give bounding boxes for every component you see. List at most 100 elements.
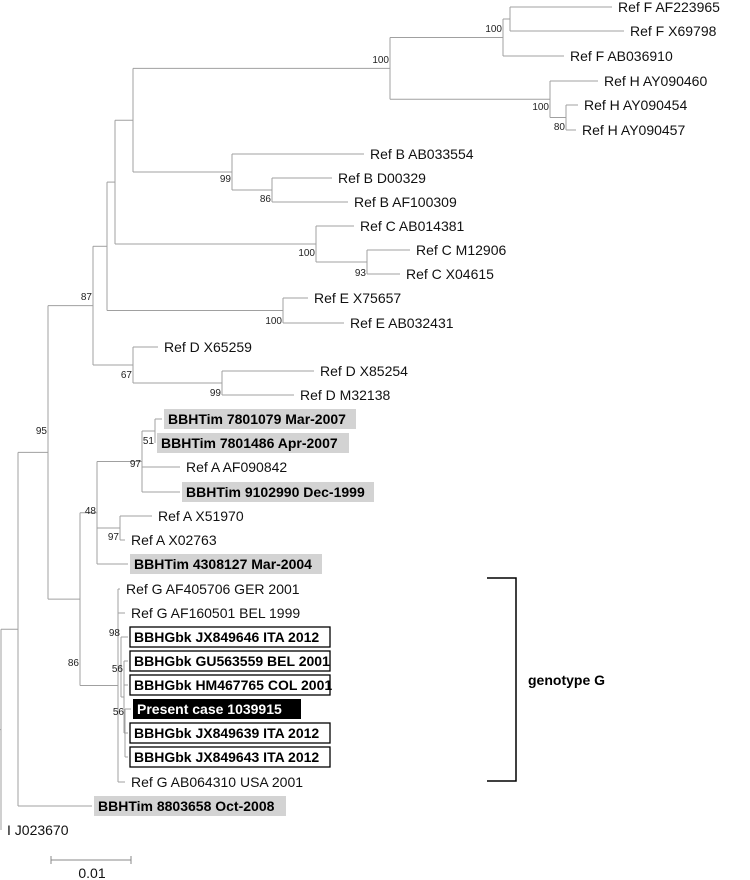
taxon-label: Ref C M12906 <box>416 242 506 258</box>
taxon-gAB064310: Ref G AB064310 USA 2001 <box>131 774 303 790</box>
highlight-box <box>129 722 331 744</box>
highlight-box <box>129 626 331 648</box>
taxon-tim7801079: BBHTim 7801079 Mar-2007 <box>164 409 356 429</box>
taxon-gbkJX849646: BBHGbk JX849646 ITA 2012 <box>129 626 331 648</box>
taxon-label: Ref G AF160501 BEL 1999 <box>131 605 300 621</box>
bootstrap-value: 100 <box>298 248 315 259</box>
taxon-label: Ref H AY090460 <box>604 73 707 89</box>
taxon-label: Ref G AB064310 USA 2001 <box>131 774 303 790</box>
taxon-label: Ref F AB036910 <box>570 48 673 64</box>
taxon-label: Ref E X75657 <box>314 290 401 306</box>
taxon-aX51970: Ref A X51970 <box>158 508 244 524</box>
bootstrap-value: 100 <box>265 316 282 327</box>
bootstrap-value: 98 <box>109 628 121 639</box>
taxon-label: Ref B AB033554 <box>370 146 474 162</box>
taxon-label: BBHTim 7801486 Apr-2007 <box>161 435 338 451</box>
bootstrap-value: 48 <box>85 506 97 517</box>
taxon-bAF100309: Ref B AF100309 <box>354 194 457 210</box>
taxon-dX65259: Ref D X65259 <box>164 339 252 355</box>
highlight-grey-bg <box>157 433 349 453</box>
taxon-label: BBHTim 4308127 Mar-2004 <box>134 556 312 572</box>
bracket-line <box>487 577 517 782</box>
taxon-label: I J023670 <box>7 822 69 838</box>
taxon-label: Ref A X02763 <box>131 532 217 548</box>
taxon-label: Ref A X51970 <box>158 508 244 524</box>
highlight-grey-bg <box>94 796 286 816</box>
taxon-label: Ref H AY090454 <box>584 97 687 113</box>
genotype-label: genotype G <box>528 672 605 688</box>
taxon-label: Ref D X65259 <box>164 339 252 355</box>
taxon-label: Ref A AF090842 <box>186 459 287 475</box>
taxon-label: Ref E AB032431 <box>350 315 454 331</box>
taxon-fX69798: Ref F X69798 <box>630 23 717 39</box>
highlight-black-bg <box>133 699 301 719</box>
taxon-label: BBHGbk JX849646 ITA 2012 <box>134 629 319 645</box>
bootstrap-value: 80 <box>554 122 566 133</box>
taxon-label: Ref F X69798 <box>630 23 717 39</box>
bootstrap-value: 100 <box>485 24 502 35</box>
bootstrap-value: 86 <box>260 194 272 205</box>
taxon-label: BBHGbk JX849643 ITA 2012 <box>134 749 319 765</box>
taxon-label: Ref D M32138 <box>300 387 390 403</box>
taxon-gbkHM467765: BBHGbk HM467765 COL 2001 <box>129 674 332 696</box>
taxon-tim8803658: BBHTim 8803658 Oct-2008 <box>94 796 286 816</box>
taxon-tim7801486: BBHTim 7801486 Apr-2007 <box>157 433 349 453</box>
taxon-aAF090842: Ref A AF090842 <box>186 459 287 475</box>
taxon-tim9102990: BBHTim 9102990 Dec-1999 <box>182 482 374 502</box>
taxon-label: BBHGbk HM467765 COL 2001 <box>134 677 332 693</box>
taxon-gbkJX849643: BBHGbk JX849643 ITA 2012 <box>129 746 331 768</box>
taxon-gbkGU563559: BBHGbk GU563559 BEL 2001 <box>129 650 331 672</box>
taxon-label: Ref C X04615 <box>406 266 494 282</box>
taxon-cAB014381: Ref C AB014381 <box>360 218 465 234</box>
taxon-hAY090454: Ref H AY090454 <box>584 97 687 113</box>
bootstrap-value: 51 <box>143 436 155 447</box>
scale-bar: 0.01 <box>50 856 132 880</box>
taxon-dM32138: Ref D M32138 <box>300 387 390 403</box>
highlight-grey-bg <box>130 554 322 574</box>
bootstrap-value: 100 <box>532 102 549 113</box>
highlight-grey-bg <box>182 482 374 502</box>
taxon-label: Ref D X85254 <box>320 363 408 379</box>
taxon-present: Present case 1039915 <box>133 699 301 719</box>
taxon-gAF160501: Ref G AF160501 BEL 1999 <box>131 605 300 621</box>
bootstrap-value: 97 <box>108 532 120 543</box>
highlight-box <box>129 674 331 696</box>
bootstrap-value: 67 <box>121 370 133 381</box>
taxon-label: BBHGbk JX849639 ITA 2012 <box>134 725 319 741</box>
highlight-grey-bg <box>164 409 356 429</box>
taxon-label: Ref G AF405706 GER 2001 <box>126 581 300 597</box>
taxon-gbkJX849639: BBHGbk JX849639 ITA 2012 <box>129 722 331 744</box>
bootstrap-value: 56 <box>112 664 124 675</box>
taxon-label: Ref C AB014381 <box>360 218 465 234</box>
bootstrap-value: 100 <box>372 55 389 66</box>
highlight-box <box>129 746 331 768</box>
scale-label: 0.01 <box>78 865 105 880</box>
taxon-bD00329: Ref B D00329 <box>338 170 426 186</box>
taxon-hAY090457: Ref H AY090457 <box>582 122 685 138</box>
taxon-eAB032431: Ref E AB032431 <box>350 315 454 331</box>
taxon-iJ023670: I J023670 <box>7 822 69 838</box>
taxon-label: BBHTim 8803658 Oct-2008 <box>98 798 275 814</box>
taxon-label: BBHTim 9102990 Dec-1999 <box>186 484 365 500</box>
genotype-g-bracket: genotype G <box>487 577 605 782</box>
taxon-fAB036910: Ref F AB036910 <box>570 48 673 64</box>
taxon-label: BBHTim 7801079 Mar-2007 <box>168 411 346 427</box>
taxon-hAY090460: Ref H AY090460 <box>604 73 707 89</box>
bootstrap-value: 97 <box>130 459 142 470</box>
taxon-eX75657: Ref E X75657 <box>314 290 401 306</box>
taxon-label: BBHGbk GU563559 BEL 2001 <box>134 653 330 669</box>
bootstrap-value: 87 <box>81 292 93 303</box>
taxon-label: Present case 1039915 <box>137 701 282 717</box>
bootstrap-value: 86 <box>68 658 80 669</box>
highlight-box <box>129 650 331 672</box>
taxon-label: Ref F AF223965 <box>618 0 720 15</box>
bootstrap-value: 95 <box>36 426 48 437</box>
taxon-label: Ref B D00329 <box>338 170 426 186</box>
bootstrap-values: 1001001008099861009310067998795519748978… <box>36 24 566 718</box>
bootstrap-value: 99 <box>210 388 222 399</box>
taxon-aX02763: Ref A X02763 <box>131 532 217 548</box>
taxon-label: Ref B AF100309 <box>354 194 457 210</box>
taxon-label: Ref H AY090457 <box>582 122 685 138</box>
